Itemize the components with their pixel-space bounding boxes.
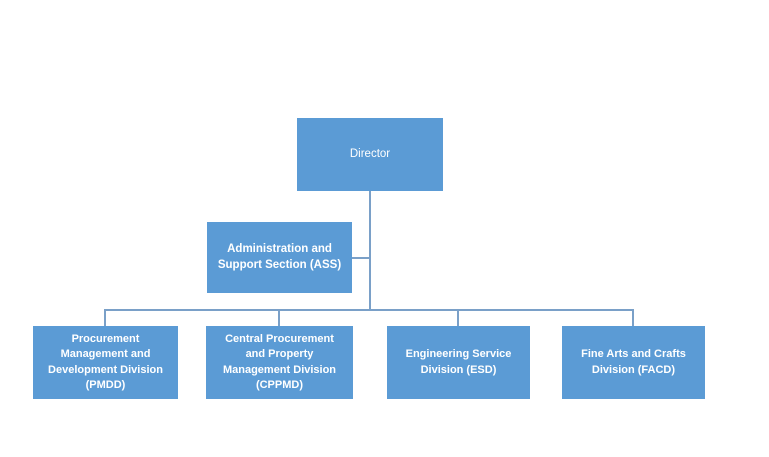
org-node-administration-support-section[interactable]: Administration and Support Section (ASS)	[207, 222, 352, 293]
connector-ass-elbow	[352, 257, 369, 259]
org-node-central-procurement-property-management-division[interactable]: Central Procurement and Property Managem…	[206, 326, 353, 399]
connector-stub-cppmd	[278, 309, 280, 326]
connector-stub-facd	[632, 309, 634, 326]
connector-director-vertical	[369, 191, 371, 310]
org-node-fine-arts-crafts-division[interactable]: Fine Arts and Crafts Division (FACD)	[562, 326, 705, 399]
org-node-engineering-service-division[interactable]: Engineering Service Division (ESD)	[387, 326, 530, 399]
org-node-procurement-management-development-division[interactable]: Procurement Management and Development D…	[33, 326, 178, 399]
connector-stub-esd	[457, 309, 459, 326]
org-node-director[interactable]: Director	[297, 118, 443, 191]
connector-stub-pmdd	[104, 309, 106, 326]
connector-divisions-horizontal	[104, 309, 634, 311]
